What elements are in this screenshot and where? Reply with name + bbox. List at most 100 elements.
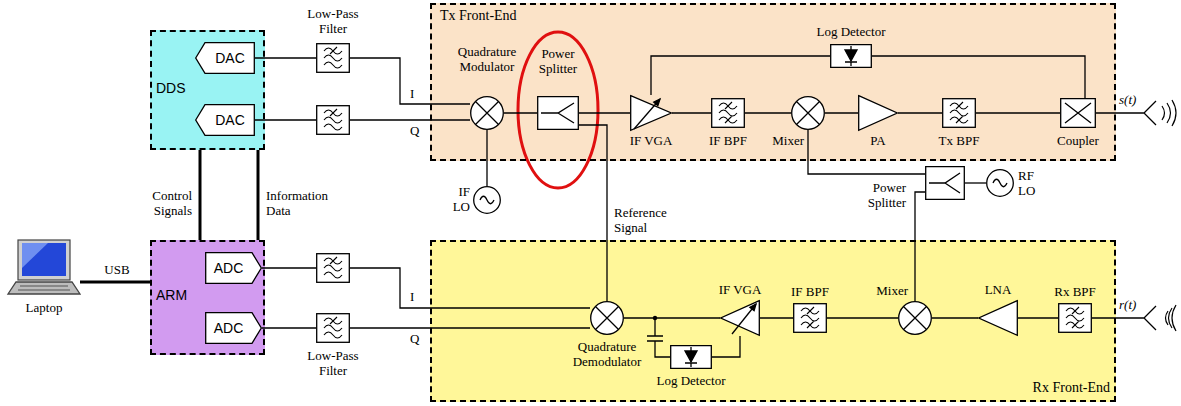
symbol-stroke: [541, 103, 574, 123]
log-detector: Log Detector: [830, 44, 872, 68]
component-label: IF BPF: [775, 284, 845, 299]
component-label: Quadrature Demodulator: [569, 339, 645, 369]
tx-radiation: [1162, 100, 1176, 126]
component-label: Mixer: [852, 283, 908, 298]
band-pass-filter-symbol: [712, 99, 745, 128]
quadrature-demodulator: Quadrature Demodulator: [590, 301, 624, 335]
oscillator-circle: [987, 170, 1014, 197]
symbol-stroke: [18, 286, 70, 290]
symbol-stroke: [196, 43, 255, 74]
component-label: IF VGA: [616, 133, 686, 148]
highlight-ellipse: [518, 32, 598, 188]
signal-name: I: [410, 86, 424, 101]
dac-block: DAC: [195, 104, 255, 136]
symbol-stroke: [993, 179, 1007, 187]
if-vga: IF VGA: [720, 300, 760, 336]
power-splitter: Power Splitter: [537, 96, 579, 130]
component-label: Tx BPF: [929, 133, 989, 148]
signal-wire: [915, 192, 925, 301]
mixer-circle: [591, 302, 624, 335]
component-label: Power Splitter: [528, 46, 588, 76]
symbol-stroke: [631, 96, 672, 131]
component-label: Low-Pass Filter: [296, 6, 370, 36]
tx-front-end: Log DetectorQuadrature ModulatorPower Sp…: [430, 3, 1116, 161]
symbol-stroke: [929, 173, 960, 193]
component-label: IF BPF: [693, 133, 763, 148]
coupler: Coupler: [1060, 98, 1096, 128]
signal-wire: [827, 317, 898, 318]
power-amplifier: PA: [858, 95, 898, 131]
mixer: Mixer: [791, 96, 825, 130]
symbol-stroke: [721, 301, 760, 336]
rx-bpf-symbol: [1058, 303, 1092, 333]
coupler-symbol: [1060, 98, 1096, 128]
if-vga-symbol: [720, 300, 760, 336]
symbol-stroke: [634, 99, 660, 129]
screen: [22, 243, 66, 276]
rx-ground: [430, 240, 1116, 402]
low-pass-filter-symbol: [316, 313, 350, 343]
symbol-stroke: [196, 105, 255, 136]
signal-wire: [199, 150, 202, 240]
symbol-stroke: [903, 306, 926, 329]
signal-wire: [624, 317, 720, 318]
arm-block: ADC ADC ARM: [150, 240, 265, 355]
capacitor-tap: [647, 318, 670, 357]
rx-front-end: Quadrature DemodulatorLog DetectorIF VGA…: [430, 240, 1116, 402]
component-label: Log Detector: [811, 24, 891, 39]
mixer: Mixer: [898, 301, 932, 335]
signal-wire: [825, 112, 858, 113]
dds-ground: [150, 30, 265, 150]
component-label: Laptop: [8, 300, 80, 315]
component-label: PA: [848, 133, 908, 148]
adc-block: ADC: [205, 312, 262, 344]
label-holder: ADC: [205, 252, 262, 284]
label-holder: DAC: [195, 42, 255, 74]
signal-wire: [262, 327, 316, 328]
if-bpf-symbol: [793, 303, 827, 333]
region-heading: ARM: [156, 287, 196, 303]
wire-label: USB: [90, 262, 144, 277]
symbol-stroke: [595, 306, 618, 329]
component-label: IF VGA: [705, 282, 775, 297]
symbol-stroke: [732, 304, 756, 334]
symbol-stroke: [859, 96, 898, 131]
power-splitter: Power Splitter: [925, 166, 965, 200]
band-pass-filter-symbol: [943, 99, 976, 128]
signal-wire: [504, 112, 537, 113]
symbol-stroke: [22, 243, 48, 268]
low-pass-filter: Low-Pass Filter: [316, 43, 350, 73]
if-bpf-symbol: [711, 98, 745, 128]
power-splitter-symbol: [925, 166, 965, 200]
if-vga: IF VGA: [630, 95, 672, 131]
symbol-stroke: [671, 346, 712, 369]
signal-name: Q: [410, 331, 424, 346]
component-label: Low-Pass Filter: [296, 348, 370, 378]
component-label: Rx BPF: [1045, 284, 1105, 299]
region-heading: Rx Front-End: [1016, 380, 1110, 396]
tx-bpf: Tx BPF: [942, 98, 976, 128]
signal-wire: [976, 112, 1060, 113]
signal-name: Q: [410, 123, 424, 138]
q-wire: [255, 119, 470, 120]
signal-wire: [350, 327, 590, 328]
signal-wire: [872, 56, 1085, 98]
signal-wire: [579, 125, 607, 301]
rf-lo: RF LO: [986, 169, 1014, 197]
rx-bpf: Rx BPF: [1058, 303, 1092, 333]
if-bpf: IF BPF: [711, 98, 745, 128]
quadrature-modulator-symbol: [470, 96, 504, 130]
block-label: DAC: [215, 50, 245, 66]
mixer-circle: [899, 302, 932, 335]
power-amplifier-symbol: [858, 95, 898, 131]
low-pass-filter-symbol: [317, 44, 350, 73]
block-label: ADC: [214, 320, 244, 336]
adc-block: ADC: [205, 252, 262, 284]
wire-label: Control Signals: [128, 188, 192, 218]
lna-symbol: [978, 300, 1018, 336]
symbol-stroke: [750, 304, 756, 311]
signal-wire: [350, 58, 470, 104]
symbol-stroke: [1061, 99, 1096, 128]
component-label: Power Splitter: [846, 180, 906, 210]
